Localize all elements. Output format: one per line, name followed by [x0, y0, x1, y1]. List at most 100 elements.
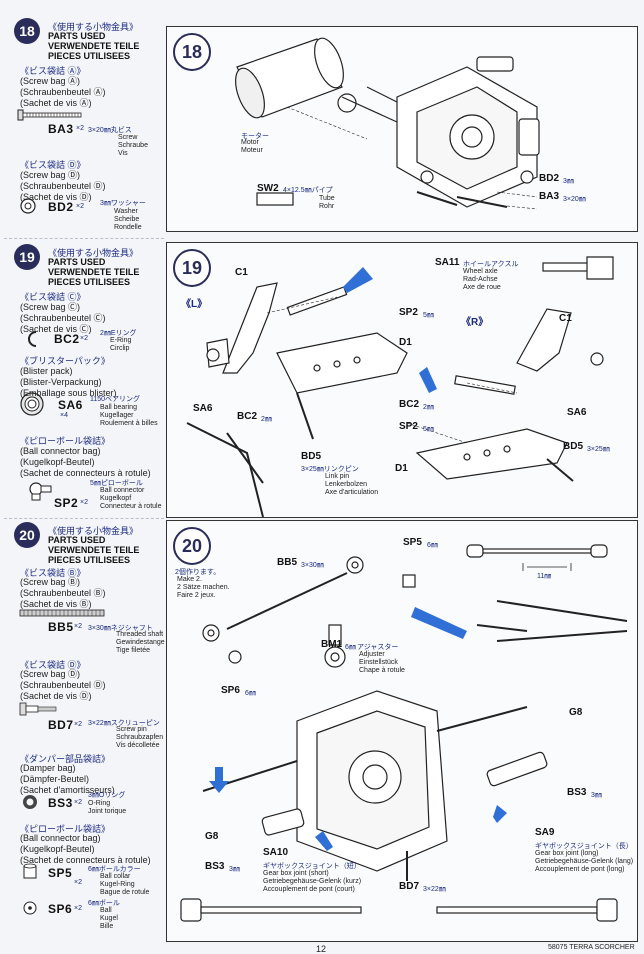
- bd5-left-name-jp: 3×25㎜リンクピン: [301, 466, 359, 473]
- bag-title-fr: (Sachet de vis Ⓓ): [20, 691, 92, 701]
- bd5-left-desc-fr: Axe d'articulation: [325, 489, 379, 496]
- bd5-left-desc-de: Lenkerbolzen: [325, 481, 368, 488]
- bm1-desc-en: Adjuster: [359, 651, 385, 658]
- step19-parts-list: 19 《使用する小物金具》 PARTS USED VERWENDETE TEIL…: [14, 244, 164, 514]
- make2-en: Make 2.: [177, 576, 202, 583]
- section-divider: [4, 238, 164, 239]
- g8-top-label: G8: [569, 707, 583, 718]
- part-code: BD2: [48, 200, 74, 214]
- sp2-top-size: 5㎜: [423, 312, 434, 319]
- parts-heading-jp: 《使用する小物金具》: [48, 526, 139, 536]
- bd5-left-code: BD5: [301, 451, 322, 462]
- step19-diagram-panel: 19: [166, 242, 638, 518]
- part-code: BD7: [48, 718, 74, 732]
- bag-title-de: (Schraubenbeutel Ⓓ): [20, 181, 106, 191]
- bag-title-fr: (Sachet de vis Ⓐ): [20, 98, 92, 108]
- section-divider: [4, 518, 164, 519]
- part-desc-de: Circlip: [110, 345, 130, 352]
- step-number-badge: 18: [14, 18, 40, 44]
- page-number: 12: [316, 944, 327, 954]
- step-number-badge: 20: [173, 527, 211, 565]
- part-name-jp: 5㎜ピローボール: [90, 480, 143, 487]
- bag-title-de: (Kugelkopf-Beutel): [20, 844, 95, 854]
- step20-diagram-panel: 20: [166, 520, 638, 942]
- d1-bottom-label: D1: [395, 463, 408, 474]
- part-desc-de: Scheibe: [114, 216, 140, 223]
- parts-heading-jp: 《使用する小物金具》: [48, 248, 139, 258]
- motor-label-jp: モーター: [241, 133, 269, 140]
- sp2-mid-size: 5㎜: [423, 426, 434, 433]
- g8-bottom-label: G8: [205, 831, 219, 842]
- sw2-size: 4×12.5㎜パイプ: [283, 187, 333, 194]
- part-code: SP6: [48, 902, 73, 916]
- bag-title-en: (Screw bag Ⓓ): [20, 170, 81, 180]
- part-desc-fr: Vis décolletée: [116, 742, 160, 749]
- bag-title-fr: (Sachet de vis Ⓑ): [20, 599, 92, 609]
- bd7-code: BD7: [399, 881, 420, 892]
- part-desc-fr: Bille: [100, 923, 114, 930]
- bag-title-en: (Ball connector bag): [20, 833, 101, 843]
- bag-title-fr: (Emballage sous blister): [20, 388, 117, 398]
- bag-title-fr: (Sachet d'amortisseurs): [20, 785, 115, 795]
- bag-title-en: (Screw bag Ⓒ): [20, 302, 81, 312]
- part-desc-de: Schraube: [118, 142, 148, 149]
- part-desc-de: Schraubzapfen: [116, 734, 164, 741]
- bm1-size: 6㎜: [345, 644, 356, 651]
- step18-diagram-panel: 18: [166, 26, 638, 232]
- part-name-jp: 3×22㎜スクリューピン: [88, 720, 160, 727]
- bd2-code: BD2: [539, 173, 560, 184]
- bag-title-en: (Blister pack): [20, 366, 73, 376]
- part-desc-de: Kugellager: [100, 412, 134, 419]
- bag-title-en: (Screw bag Ⓓ): [20, 669, 81, 679]
- bm1-name-jp: アジャスター: [357, 644, 399, 651]
- motor-label-en: Motor: [241, 139, 259, 146]
- part-name-jp: 2㎜Eリング: [100, 330, 137, 337]
- part-name-jp: 3×20㎜丸ビス: [88, 127, 132, 134]
- part-qty: ×2: [76, 125, 84, 132]
- bag-title-jp: 《ビス袋詰 Ⓒ》: [20, 292, 86, 302]
- side-right-label: 《R》: [461, 317, 489, 328]
- part-desc-en: Washer: [114, 208, 138, 215]
- bag-title-en: (Screw bag Ⓐ): [20, 76, 81, 86]
- step-number-badge: 19: [173, 249, 211, 287]
- bd7-size: 3×22㎜: [423, 886, 446, 893]
- sa11-desc-de: Rad-Achse: [463, 276, 498, 283]
- bd5-left-desc-en: Link pin: [325, 473, 350, 480]
- part-qty: ×2: [74, 721, 82, 728]
- bd2-size: 3㎜: [563, 178, 574, 185]
- bag-title-en: (Damper bag): [20, 763, 76, 773]
- insert-arrow-icon: [343, 267, 437, 393]
- sw2-desc-de: Rohr: [319, 203, 335, 210]
- bm1-desc-fr: Chape à rotule: [359, 667, 405, 674]
- o-ring-icon: [23, 795, 37, 809]
- ba3-code: BA3: [539, 191, 560, 202]
- part-code: SP2: [54, 496, 79, 510]
- sp6-size: 6㎜: [245, 690, 256, 697]
- bag-title-de: (Dämpfer-Beutel): [20, 774, 90, 784]
- sa9-desc-fr: Accouplement de pont (long): [535, 866, 625, 873]
- bag-title-jp: 《ピローボール袋詰》: [20, 436, 111, 446]
- sa10-name-jp: ギヤボックスジョイント（短）: [263, 863, 361, 870]
- sa11-desc-fr: Axe de roue: [463, 284, 501, 291]
- part-code: BS3: [48, 796, 73, 810]
- ba3-size: 3×20㎜: [563, 196, 586, 203]
- parts-heading-de: VERWENDETE TEILE: [48, 267, 140, 277]
- parts-heading-en: PARTS USED: [48, 31, 106, 41]
- product-name: 58075 TERRA SCORCHER: [548, 944, 635, 951]
- part-name-jp: 1150ベアリング: [90, 396, 141, 403]
- screw-pin-icon: [19, 702, 57, 716]
- make2-fr: Faire 2 jeux.: [177, 592, 216, 599]
- sp5-size: 6㎜: [427, 542, 438, 549]
- sw2-desc-en: Tube: [319, 195, 335, 202]
- part-code: BA3: [48, 122, 74, 136]
- part-desc-en: Ball: [100, 907, 112, 914]
- part-code: SA6: [58, 398, 83, 412]
- bb5-code: BB5: [277, 557, 298, 568]
- bc2-right-code: BC2: [399, 399, 420, 410]
- part-qty: ×2: [74, 799, 82, 806]
- bag-title-de: (Schraubenbeutel Ⓒ): [20, 313, 106, 323]
- bm1-code: BM1: [321, 639, 343, 650]
- part-code: BC2: [54, 332, 80, 346]
- part-desc-fr: Tige filetée: [116, 647, 150, 654]
- bc2-right-size: 2㎜: [423, 404, 434, 411]
